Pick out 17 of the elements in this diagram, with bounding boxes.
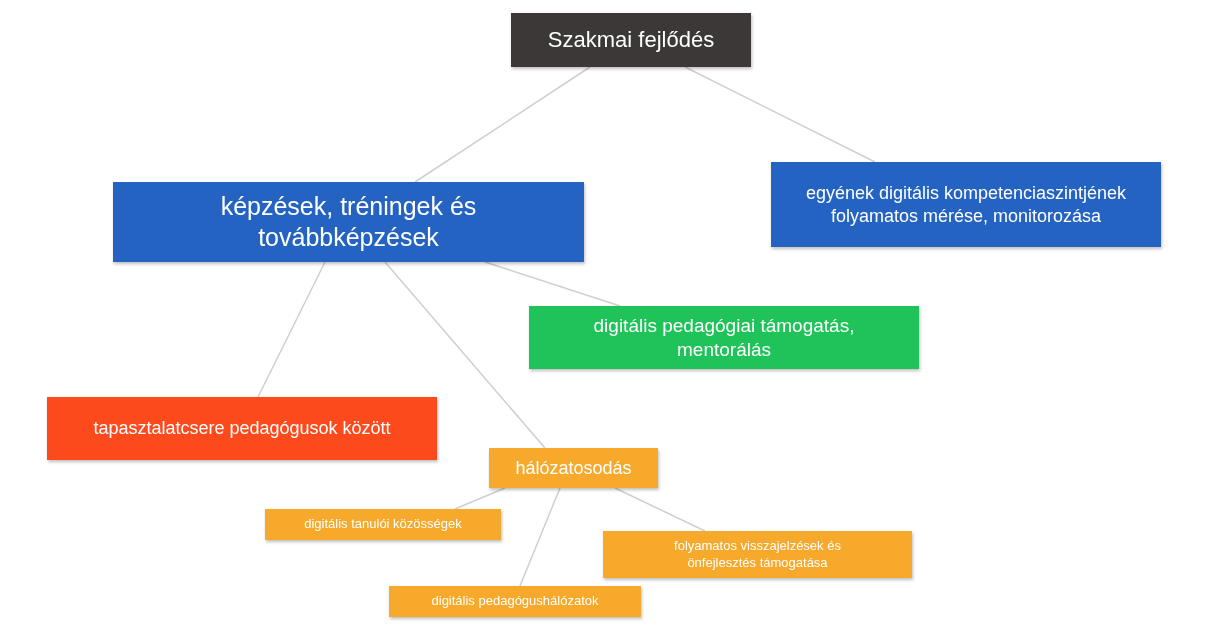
subtopic-box: hálózatosodás	[489, 448, 658, 488]
topic-box: egyének digitális kompetenciaszintjének folyamatos mérése, monitorozása	[771, 162, 1161, 247]
connector-line	[519, 487, 561, 587]
topic-box: képzések, tréningek és továbbképzések	[113, 182, 584, 262]
subtopic-box: folyamatos visszajelzések és önfejlesztés támogatása	[603, 531, 912, 578]
root-box: Szakmai fejlődés	[511, 13, 751, 67]
connector-line	[614, 487, 706, 532]
connector-line	[454, 487, 506, 510]
connector-line	[384, 261, 546, 449]
topic-box: digitális pedagógiai támogatás, mentorálás	[529, 306, 919, 369]
connector-line	[257, 261, 326, 398]
connector-line	[414, 66, 591, 183]
topic-box: tapasztalatcsere pedagógusok között	[47, 397, 437, 460]
connector-line	[684, 66, 876, 163]
subtopic-box: digitális pedagógushálózatok	[389, 586, 641, 617]
connector-line	[484, 261, 621, 307]
subtopic-box: digitális tanulói közösségek	[265, 509, 501, 540]
